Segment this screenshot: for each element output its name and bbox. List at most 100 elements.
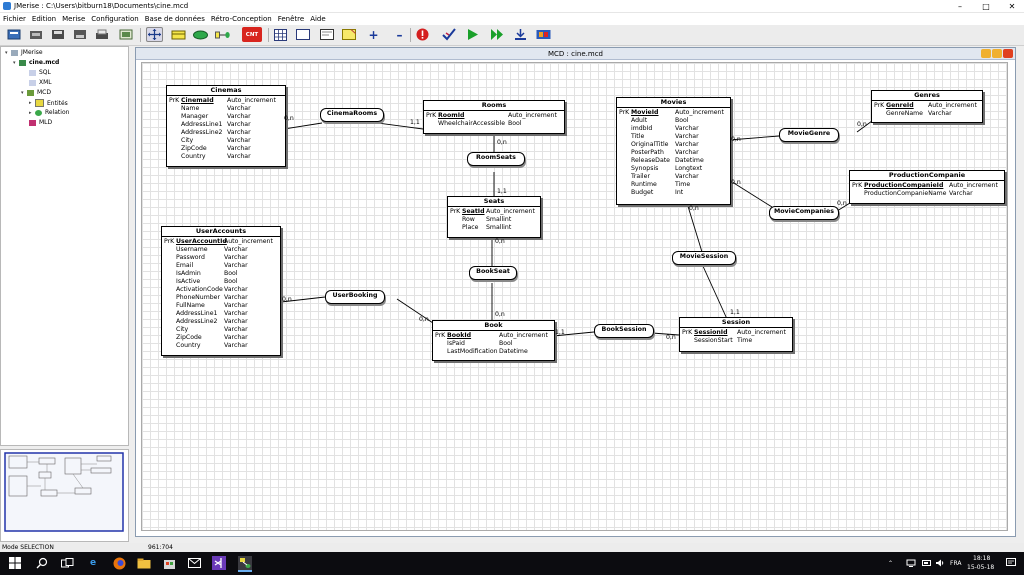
tree-mcd[interactable]: ▾MCD bbox=[21, 89, 51, 96]
relation-roomseats[interactable]: RoomSeats bbox=[467, 152, 525, 166]
jmerise-taskbar-icon[interactable] bbox=[238, 556, 252, 572]
volume-icon[interactable] bbox=[935, 559, 945, 569]
menu-merise[interactable]: Merise bbox=[62, 15, 86, 23]
tree-relation[interactable]: ▸Relation bbox=[29, 109, 70, 116]
windows-start-icon[interactable] bbox=[8, 556, 22, 570]
page-view-icon[interactable] bbox=[294, 27, 311, 42]
search-icon[interactable] bbox=[35, 556, 49, 570]
print-icon[interactable] bbox=[93, 27, 110, 42]
zoom-out-icon[interactable]: – bbox=[396, 27, 403, 42]
menu-retro-conception[interactable]: Rétro-Conception bbox=[210, 15, 272, 23]
cardinality-label: 0,n bbox=[495, 311, 505, 318]
open-folder-icon[interactable] bbox=[27, 27, 44, 42]
constraint-tool-button[interactable]: CNT bbox=[242, 27, 262, 42]
save-icon[interactable] bbox=[49, 27, 66, 42]
comment-tool-icon[interactable] bbox=[318, 27, 335, 42]
export-image-icon[interactable] bbox=[117, 27, 134, 42]
file-icon bbox=[19, 59, 26, 66]
link-booksession-session bbox=[651, 332, 680, 336]
tree-entites[interactable]: ▸Entités bbox=[29, 99, 68, 107]
task-view-icon[interactable] bbox=[60, 556, 74, 570]
relation-moviegenre[interactable]: MovieGenre bbox=[779, 128, 839, 142]
menu-fichier[interactable]: Fichier bbox=[3, 15, 26, 23]
tree-xml[interactable]: XML bbox=[29, 79, 52, 86]
relation-userbooking[interactable]: UserBooking bbox=[325, 290, 385, 304]
menu-configuration[interactable]: Configuration bbox=[91, 15, 139, 23]
tray-chevron-icon[interactable]: ⌃ bbox=[888, 560, 894, 567]
note-tool-icon[interactable] bbox=[340, 27, 357, 42]
file-explorer-icon[interactable] bbox=[137, 556, 151, 570]
mail-icon[interactable] bbox=[187, 556, 201, 570]
battery-icon[interactable] bbox=[922, 559, 932, 569]
network-icon[interactable] bbox=[906, 559, 916, 569]
tree-sql[interactable]: SQL bbox=[29, 69, 51, 76]
link-moviegenre-genres bbox=[856, 120, 873, 133]
stop-icon[interactable] bbox=[414, 27, 431, 42]
grid-toggle-icon[interactable] bbox=[272, 27, 289, 42]
database-export-icon[interactable] bbox=[535, 27, 552, 42]
link-tool-icon[interactable] bbox=[214, 27, 231, 42]
menu-edition[interactable]: Edition bbox=[31, 15, 57, 23]
cardinality-label: 0,n bbox=[666, 334, 676, 341]
tree-root[interactable]: ▾JMerise bbox=[5, 49, 43, 56]
notifications-icon[interactable] bbox=[1006, 558, 1016, 569]
new-file-icon[interactable] bbox=[5, 27, 22, 42]
tree-file-cine[interactable]: ▾cine.mcd bbox=[13, 59, 60, 66]
relation-bookseat[interactable]: BookSeat bbox=[469, 266, 517, 280]
cardinality-label: 0,n bbox=[837, 200, 847, 207]
generate-play-icon[interactable] bbox=[464, 27, 481, 42]
relation-booksession[interactable]: BookSession bbox=[594, 324, 654, 338]
edge-browser-icon[interactable]: e bbox=[89, 558, 97, 568]
entity-tool-icon[interactable] bbox=[170, 27, 187, 42]
visual-studio-icon[interactable] bbox=[212, 556, 226, 570]
entity-title: Session bbox=[680, 318, 792, 328]
relation-cinemarooms[interactable]: CinemaRooms bbox=[320, 108, 384, 122]
menu-fenetre[interactable]: Fenêtre bbox=[277, 15, 305, 23]
zoom-in-icon[interactable]: + bbox=[368, 27, 379, 42]
minimize-button[interactable]: – bbox=[958, 2, 962, 11]
clock-time[interactable]: 18:18 bbox=[973, 555, 991, 562]
menu-base-de-donnees[interactable]: Base de données bbox=[144, 15, 205, 23]
mcd-close-button[interactable] bbox=[1003, 49, 1013, 58]
save-as-icon[interactable] bbox=[71, 27, 88, 42]
clock-date[interactable]: 15-05-18 bbox=[967, 564, 995, 571]
cardinality-label: 0,n bbox=[284, 115, 294, 122]
language-indicator[interactable]: FRA bbox=[950, 560, 962, 567]
relation-moviecompanies[interactable]: MovieCompanies bbox=[769, 206, 839, 220]
maximize-button[interactable]: □ bbox=[982, 2, 990, 11]
download-icon[interactable] bbox=[512, 27, 529, 42]
mcd-maximize-button[interactable] bbox=[992, 49, 1002, 58]
relation-tool-icon[interactable] bbox=[192, 27, 209, 42]
fast-forward-icon[interactable] bbox=[488, 27, 505, 42]
close-button[interactable]: ✕ bbox=[1008, 2, 1016, 11]
overview-minimap[interactable] bbox=[0, 449, 129, 542]
relation-moviesession[interactable]: MovieSession bbox=[672, 251, 736, 265]
mcd-minimize-button[interactable] bbox=[981, 49, 991, 58]
validate-check-icon[interactable] bbox=[440, 27, 457, 42]
tree-mld[interactable]: MLD bbox=[29, 119, 52, 126]
menu-aide[interactable]: Aide bbox=[310, 15, 326, 23]
firefox-icon[interactable] bbox=[112, 556, 126, 570]
store-icon[interactable] bbox=[162, 556, 176, 570]
selection-tool-icon[interactable] bbox=[146, 27, 163, 42]
link-cinemas-cinemarooms bbox=[283, 122, 323, 130]
